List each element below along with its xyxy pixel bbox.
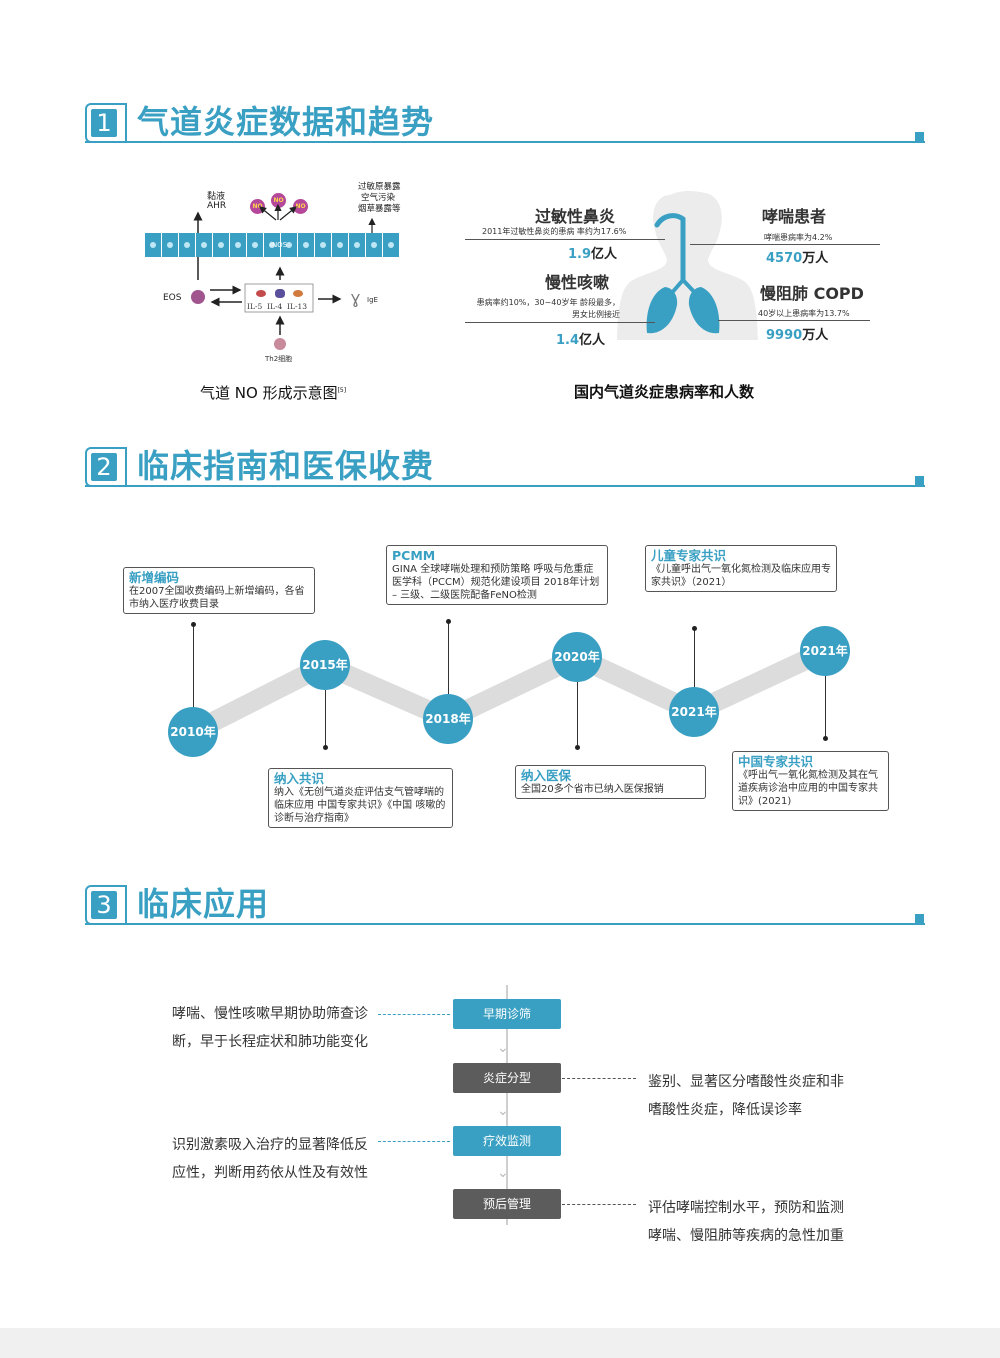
step-early-screening: 早期诊筛 [453,999,561,1029]
timeline-box-child-consensus: 儿童专家共识 《儿童呼出气一氧化氮检测及临床应用专家共识》（2021） [645,545,837,592]
section-header-3: 3 临床应用 [85,885,925,925]
inos-label: iNOS [270,241,288,249]
section-corner-marker [915,914,924,923]
connector-line [193,625,194,707]
connector-dot [191,622,196,627]
connector-dot [323,745,328,750]
connector-dash [562,1204,636,1205]
diagram-arrows [193,203,376,335]
section-header-1: 1 气道炎症数据和趋势 [85,103,925,143]
section-title: 气道炎症数据和趋势 [137,103,435,141]
th2-cell-icon [274,338,286,350]
connector-dot [446,619,451,624]
note-efficacy-monitoring: 识别激素吸入治疗的显著降低反应性，判断用药依从性及有效性 [172,1137,368,1181]
timeline-box-consensus-inclusion: 纳入共识 纳入《无创气道炎症评估支气管哮喘的临床应用 中国专家共识》《中国 咳嗽… [268,768,453,828]
stat-title-copd: 慢阻肺 COPD [760,284,864,303]
connector-line [825,676,826,739]
timeline-year-2021b: 2021年 [800,626,850,676]
timeline-year-2018: 2018年 [423,694,473,744]
ahr-label: AHR [207,201,227,211]
stat-desc-cough: 患病率约10%，30~40岁年 龄段最多，男女比例接近 [476,298,620,319]
section-number-badge: 2 [85,447,127,487]
diagram-caption: 气道 NO 形成示意图[5] [200,384,347,402]
connector-dot [823,736,828,741]
section-corner-marker [915,132,924,141]
section-header-2: 2 临床指南和医保收费 [85,447,925,487]
connector-dot [692,626,697,631]
step-efficacy-monitoring: 疗效监测 [453,1126,561,1156]
section-divider [85,141,925,143]
pointer-line [718,320,870,321]
timeline-box-pcmm: PCMM GINA 全球哮喘处理和预防策略 呼吸与危重症医学科（PCCM）规范化… [386,545,608,605]
timeline-year-2015: 2015年 [300,640,350,690]
connector-line [448,621,449,694]
stat-title-cough: 慢性咳嗽 [545,273,610,292]
ige-label: IgE [367,296,378,304]
connector-dot [575,745,580,750]
cytokine-icon [275,289,285,298]
section-divider [85,485,925,487]
note-early-screening: 哮喘、慢性咳嗽早期协助筛查诊断，早于长程症状和肺功能变化 [172,1006,368,1050]
stat-num-copd: 9990万人 [766,328,829,343]
timeline-year-2020: 2020年 [552,632,602,682]
connector-dash [378,1141,450,1142]
note-inflammation-typing: 鉴别、显著区分嗜酸性炎症和非嗜酸性炎症，降低误诊率 [648,1074,844,1118]
stats-caption: 国内气道炎症患病率和人数 [574,383,755,401]
section-title: 临床应用 [137,885,270,923]
step-prognosis-management: 预后管理 [453,1189,561,1219]
connector-dash [378,1014,450,1015]
section-corner-marker [915,476,924,485]
stat-num-cough: 1.4亿人 [556,333,606,348]
stat-title-asthma: 哮喘患者 [762,207,827,226]
timeline-box-insurance: 纳入医保 全国20多个省市已纳入医保报销 [515,765,706,799]
pointer-line [465,239,665,240]
page-footer-band [0,1328,1000,1358]
section-divider [85,923,925,925]
section-number-badge: 1 [85,103,127,143]
cytokine-icon [256,290,266,297]
cytokine-icon [293,290,303,297]
timeline-box-china-consensus: 中国专家共识 《呼出气一氧化氮检测及其在气道疾病诊治中应用的中国专家共识》(20… [732,751,889,811]
stat-desc-rhinitis: 2011年过敏性鼻炎的患病 率约为17.6% [482,227,627,236]
pointer-line [690,244,880,245]
mucus-label: 黏液 [207,192,226,202]
triggers-label: 过敏原暴露 空气污染 烟草暴露等 [358,182,401,214]
eosinophil-icon [191,290,205,304]
stat-num-asthma: 4570万人 [766,251,829,266]
ige-antibody-icon: Ɣ [351,293,360,308]
section-title: 临床指南和医保收费 [137,447,435,485]
th2-label: Th2细胞 [265,355,293,363]
connector-line [694,628,695,687]
timeline-year-2010: 2010年 [168,707,218,757]
connector-dash [562,1078,636,1079]
chevron-down-icon: ⌄ [497,1165,509,1181]
stat-num-rhinitis: 1.9亿人 [568,247,618,262]
eos-label: EOS [163,293,182,303]
chevron-down-icon: ⌄ [497,1040,509,1056]
stat-desc-asthma: 哮喘患病率为4.2% [764,233,833,242]
timeline-year-2021a: 2021年 [669,687,719,737]
interleukin-labels: IL-5 IL-4 IL-13 [247,302,308,311]
connector-line [577,682,578,748]
timeline-box-new-code: 新增编码 在2007全国收费编码上新增编码，各省市纳入医疗收费目录 [123,567,315,614]
stat-title-rhinitis: 过敏性鼻炎 [535,207,616,226]
chevron-down-icon: ⌄ [497,1103,509,1119]
connector-line [325,690,326,748]
stat-desc-copd: 40岁以上患病率为13.7% [758,309,850,318]
respiratory-silhouette [617,190,758,340]
note-prognosis-management: 评估哮喘控制水平，预防和监测哮喘、慢阻肺等疾病的急性加重 [648,1200,844,1244]
pointer-line [465,322,655,323]
step-inflammation-typing: 炎症分型 [453,1063,561,1093]
section-number-badge: 3 [85,885,127,925]
flow-spine [506,985,508,1225]
